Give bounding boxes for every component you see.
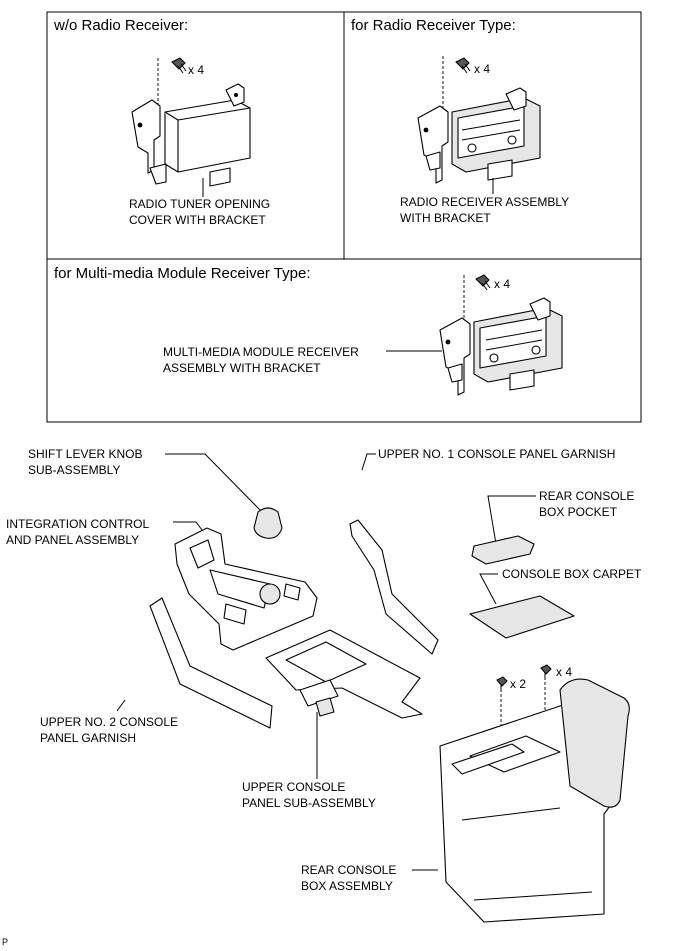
panel-radio-receiver-type: for Radio Receiver Type: x 4 RADIO RECEI… — [351, 17, 569, 225]
upper-no1-garnish-icon — [349, 519, 439, 655]
label-wo-radio-line2: COVER WITH BRACKET — [129, 213, 266, 227]
variant-frame-bottom — [46, 258, 642, 423]
label-upper-no2-line2: PANEL GARNISH — [40, 731, 136, 745]
label-integration-line1: INTEGRATION CONTROL — [6, 517, 149, 531]
figure-code: P — [2, 937, 8, 947]
bolt-icon — [540, 664, 552, 680]
label-pocket-line2: BOX POCKET — [539, 505, 618, 519]
label-integration-line2: AND PANEL ASSEMBLY — [6, 533, 139, 547]
carpet-icon — [469, 595, 575, 639]
bolt-icon — [171, 57, 187, 74]
panel-title-radio: for Radio Receiver Type: — [351, 17, 516, 34]
variant-panels — [46, 11, 642, 423]
panel-title-multimedia: for Multi-media Module Receiver Type: — [54, 265, 311, 282]
rear-pocket-group: REAR CONSOLE BOX POCKET — [471, 489, 634, 565]
label-radio-line2: WITH BRACKET — [400, 211, 491, 225]
qty-radio: x 4 — [474, 62, 490, 76]
label-carpet: CONSOLE BOX CARPET — [502, 567, 642, 581]
label-multimedia-line2: ASSEMBLY WITH BRACKET — [163, 361, 321, 375]
panel-multimedia-receiver-type: for Multi-media Module Receiver Type: x … — [54, 265, 563, 396]
integration-panel-group: INTEGRATION CONTROL AND PANEL ASSEMBLY — [6, 517, 318, 651]
leader-carpet — [479, 573, 498, 605]
qty-multimedia: x 4 — [494, 277, 510, 291]
leader-shift-knob — [165, 453, 263, 513]
radio-receiver-icon — [417, 87, 541, 184]
upper-no2-garnish-group: UPPER NO. 2 CONSOLE PANEL GARNISH — [40, 597, 273, 745]
leader-upper-no1 — [361, 453, 376, 471]
bolt-icon — [455, 57, 471, 74]
label-shift-knob-line1: SHIFT LEVER KNOB — [28, 447, 142, 461]
upper-no2-garnish-icon — [149, 597, 273, 729]
label-rear-box-line1: REAR CONSOLE — [301, 863, 396, 877]
label-shift-knob-line2: SUB-ASSEMBLY — [28, 463, 120, 477]
carpet-group: CONSOLE BOX CARPET — [469, 567, 642, 639]
bolt-icon — [496, 676, 508, 692]
label-multimedia-line1: MULTI-MEDIA MODULE RECEIVER — [163, 345, 359, 359]
label-upper-console-line1: UPPER CONSOLE — [242, 780, 345, 794]
panel-wo-radio-receiver: w/o Radio Receiver: x 4 RADIO TUNER OPEN… — [53, 17, 270, 227]
integration-panel-icon — [174, 527, 318, 651]
leader-upper-no2 — [116, 699, 126, 712]
upper-console-panel-group: UPPER CONSOLE PANEL SUB-ASSEMBLY — [242, 629, 423, 810]
multimedia-receiver-icon — [439, 297, 563, 396]
qty-fastener-x4: x 4 — [556, 665, 572, 679]
label-upper-no1: UPPER NO. 1 CONSOLE PANEL GARNISH — [378, 447, 615, 461]
upper-no1-garnish-group: UPPER NO. 1 CONSOLE PANEL GARNISH — [349, 447, 615, 655]
bolt-icon — [475, 274, 491, 291]
qty-wo-radio: x 4 — [188, 63, 204, 77]
label-radio-line1: RADIO RECEIVER ASSEMBLY — [400, 195, 569, 209]
radio-tuner-cover-icon — [131, 83, 251, 187]
shift-knob-icon — [253, 507, 283, 539]
label-wo-radio-line1: RADIO TUNER OPENING — [129, 197, 270, 211]
rear-console-box-group: REAR CONSOLE BOX ASSEMBLY — [301, 678, 630, 923]
qty-fastener-x2: x 2 — [510, 677, 526, 691]
leader-pocket — [487, 495, 536, 545]
panel-title-wo-radio: w/o Radio Receiver: — [53, 17, 188, 34]
shift-lever-knob-group: SHIFT LEVER KNOB SUB-ASSEMBLY — [28, 447, 283, 539]
rear-console-box-icon — [439, 678, 630, 923]
label-rear-box-line2: BOX ASSEMBLY — [301, 879, 393, 893]
rear-box-fasteners: x 2 x 4 — [496, 664, 572, 752]
upper-console-panel-icon — [265, 629, 423, 719]
label-upper-no2-line1: UPPER NO. 2 CONSOLE — [40, 715, 178, 729]
label-upper-console-line2: PANEL SUB-ASSEMBLY — [242, 796, 376, 810]
rear-pocket-icon — [471, 535, 535, 565]
label-pocket-line1: REAR CONSOLE — [539, 489, 634, 503]
